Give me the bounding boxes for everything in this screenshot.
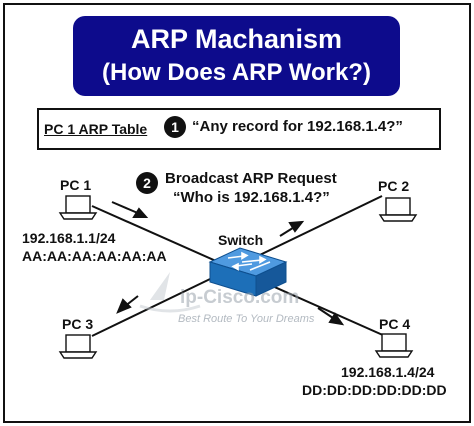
arrow-head-pc3 — [116, 298, 132, 314]
arrow-head-pc2 — [288, 220, 305, 233]
watermark-brand: ip-Cisco.com — [180, 287, 300, 308]
switch-label: Switch — [218, 232, 264, 248]
broadcast-line-1: Broadcast ARP Request — [165, 170, 337, 187]
title-line-1: ARP Machanism — [130, 24, 343, 54]
broadcast-line-2: “Who is 192.168.1.4?” — [173, 189, 330, 206]
pc1-mac: AA:AA:AA:AA:AA:AA — [22, 248, 167, 264]
pc4-mac: DD:DD:DD:DD:DD:DD — [302, 382, 447, 398]
direction-arrows — [111, 201, 345, 326]
pc3-label: PC 3 — [62, 316, 94, 332]
watermark-sail-icon — [150, 272, 170, 300]
arrow-head-pc4 — [328, 312, 345, 326]
step-2-badge: 2 — [136, 172, 158, 194]
pc4-ip: 192.168.1.4/24 — [341, 364, 435, 380]
arrow-head-pc1 — [132, 207, 149, 218]
pc4-laptop-icon — [374, 333, 414, 358]
watermark-wave-icon — [139, 304, 201, 313]
pc1-label: PC 1 — [60, 177, 92, 193]
pc2-laptop-icon — [378, 197, 418, 222]
watermark-tagline: Best Route To Your Dreams — [178, 313, 315, 325]
pc3-laptop-icon — [58, 334, 98, 359]
pc1-laptop-icon — [58, 195, 98, 220]
pc1-ip: 192.168.1.1/24 — [22, 230, 116, 246]
arp-query-text: “Any record for 192.168.1.4?” — [192, 118, 403, 135]
watermark-logo — [139, 272, 201, 313]
pc2-label: PC 2 — [378, 178, 410, 194]
arp-table-label: PC 1 ARP Table — [44, 121, 148, 137]
step-1-badge: 1 — [164, 116, 186, 138]
pc4-label: PC 4 — [379, 316, 411, 332]
title-line-2: (How Does ARP Work?) — [102, 59, 371, 86]
arrow-pc1-to-switch — [111, 201, 141, 215]
arp-table-box — [37, 108, 441, 150]
switch-icon — [208, 247, 288, 297]
title-banner: ARP Machanism (How Does ARP Work?) — [73, 16, 400, 96]
